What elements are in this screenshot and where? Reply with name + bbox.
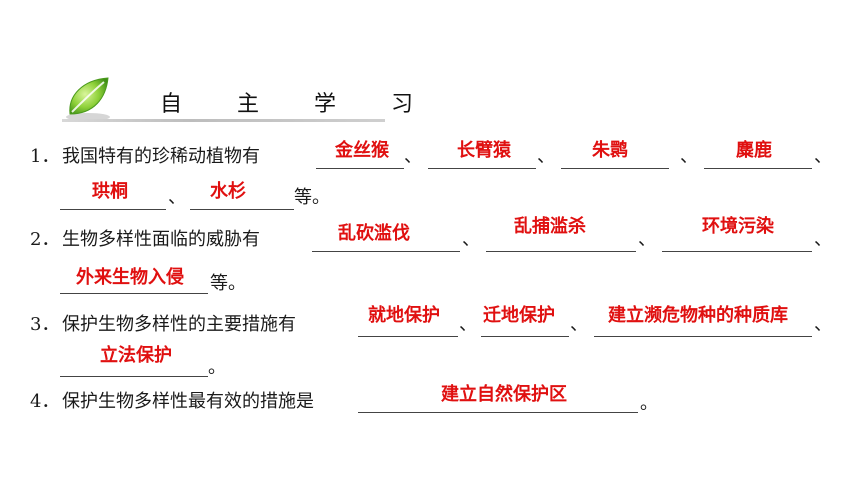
answer-text: 建立濒危物种的种质库 xyxy=(608,305,788,326)
answer-blank xyxy=(561,168,669,169)
answer-blank xyxy=(662,251,812,252)
separator: 、 xyxy=(814,314,832,335)
question-text: 保护生物多样性最有效的措施是 xyxy=(62,391,314,412)
answer-blank xyxy=(60,376,208,377)
separator: 、 xyxy=(462,229,480,250)
answer-text: 就地保护 xyxy=(368,305,440,326)
separator: 、 xyxy=(570,314,588,335)
leaf-icon xyxy=(66,77,110,121)
separator: 、 xyxy=(404,146,422,167)
question-end: 。 xyxy=(640,393,658,414)
answer-blank xyxy=(316,168,404,169)
answer-text: 建立自然保护区 xyxy=(441,384,567,405)
separator: 、 xyxy=(814,229,832,250)
question-text: 我国特有的珍稀动植物有 xyxy=(62,146,260,167)
answer-text: 长臂猿 xyxy=(457,140,511,161)
separator: 、 xyxy=(537,146,555,167)
answer-text: 朱鹮 xyxy=(592,140,628,161)
question-text: 保护生物多样性的主要措施有 xyxy=(62,314,296,335)
answer-text: 金丝猴 xyxy=(335,140,389,161)
answer-text: 外来生物入侵 xyxy=(76,267,184,288)
question-number: 3． xyxy=(30,314,60,335)
separator: 、 xyxy=(638,229,656,250)
question-end: 等。 xyxy=(210,273,246,294)
answer-blank xyxy=(594,336,812,337)
question-number: 1． xyxy=(30,146,60,167)
question-number: 4． xyxy=(30,391,60,412)
answer-blank xyxy=(358,412,638,413)
question-end: 。 xyxy=(208,357,226,378)
answer-text: 环境污染 xyxy=(702,216,774,237)
answer-blank xyxy=(358,336,458,337)
answer-blank xyxy=(428,168,536,169)
answer-text: 立法保护 xyxy=(100,345,172,366)
header-divider xyxy=(62,119,385,122)
answer-blank xyxy=(481,336,569,337)
question-number: 2． xyxy=(30,229,60,250)
section-title: 自 主 学 习 xyxy=(160,92,437,117)
question-text: 生物多样性面临的威胁有 xyxy=(62,229,260,250)
answer-text: 珙桐 xyxy=(92,181,128,202)
answer-text: 水杉 xyxy=(210,181,246,202)
separator: 、 xyxy=(680,146,698,167)
question-end: 等。 xyxy=(294,187,330,208)
separator: 、 xyxy=(459,314,477,335)
answer-blank xyxy=(60,209,166,210)
answer-text: 麋鹿 xyxy=(736,140,772,161)
answer-text: 乱捕滥杀 xyxy=(514,216,586,237)
answer-blank xyxy=(60,293,208,294)
separator: 、 xyxy=(814,146,832,167)
answer-text: 乱砍滥伐 xyxy=(338,223,410,244)
answer-blank xyxy=(190,209,294,210)
answer-blank xyxy=(486,251,636,252)
separator: 、 xyxy=(168,187,186,208)
answer-text: 迁地保护 xyxy=(483,305,555,326)
answer-blank xyxy=(312,251,460,252)
answer-blank xyxy=(704,168,812,169)
